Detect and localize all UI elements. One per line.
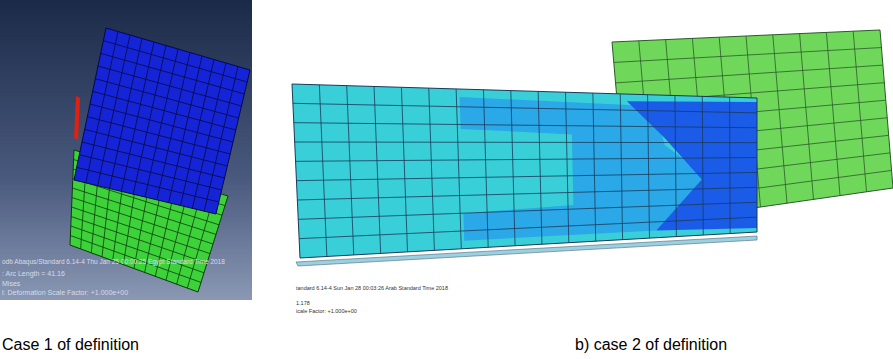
mesh-line	[729, 97, 730, 233]
plate-model-case-1	[70, 28, 250, 292]
plate	[74, 28, 250, 214]
mesh-line	[614, 48, 882, 63]
mesh-line	[98, 66, 242, 106]
mesh-line	[103, 41, 247, 82]
mesh-line	[297, 187, 757, 200]
viewport-background	[0, 0, 252, 300]
mesh-line	[483, 90, 488, 248]
plate-model-case-2	[292, 30, 893, 266]
mesh-line	[566, 92, 569, 242]
mesh-line	[82, 142, 225, 178]
figure-caption: Case 1 of definition	[2, 336, 139, 354]
viewport-info: 1.178	[296, 300, 310, 306]
viewport-info: tandard 6.14-4 Sun Jan 28 00:03:26 Arab …	[296, 285, 448, 291]
viewport-info: Mises	[2, 280, 20, 288]
mesh-line	[511, 91, 515, 246]
mesh-line	[72, 207, 210, 254]
mesh-line	[295, 142, 757, 144]
mesh-line	[101, 53, 245, 94]
mesh-line	[853, 31, 866, 192]
viewport-info: odb Abaqus/Standard 6.14-4 Thu Jan 25 00…	[2, 258, 225, 265]
mesh-line	[296, 158, 757, 162]
mesh-line	[648, 95, 650, 238]
stress-hotspot	[74, 96, 80, 140]
plate	[292, 84, 757, 258]
mesh-line	[347, 86, 354, 255]
mesh-line	[538, 91, 542, 244]
mesh-line	[616, 65, 883, 83]
mesh-line	[296, 172, 757, 180]
mesh-line	[71, 226, 204, 273]
mesh-line	[293, 103, 757, 113]
mesh-line	[800, 34, 814, 200]
mesh-line	[675, 96, 676, 237]
mesh-line	[702, 96, 704, 235]
mesh-line	[456, 89, 461, 249]
plate-outline	[292, 84, 757, 258]
mesh-line	[826, 32, 840, 195]
mesh-line	[620, 94, 622, 240]
mesh-line	[374, 86, 381, 253]
mesh-line	[429, 88, 435, 250]
mesh-line	[77, 167, 219, 202]
viewport-info: l: Deformation Scale Factor: +1.000e+00	[2, 289, 128, 297]
mesh-line	[401, 87, 407, 252]
figure-caption: b) case 2 of definition	[575, 336, 727, 354]
viewport-info: icale Factor: +1.000e+00	[296, 308, 357, 314]
mesh-line	[298, 202, 757, 219]
mesh-line	[593, 93, 596, 241]
viewport-info: : Arc Length = 41.16	[2, 270, 65, 278]
mesh-line	[319, 85, 327, 257]
mesh-line	[773, 35, 787, 203]
mesh-line	[79, 155, 221, 190]
mesh-line	[294, 123, 757, 128]
mesh-line	[95, 79, 238, 118]
mesh-line	[71, 217, 207, 264]
stress-contour	[627, 101, 757, 230]
